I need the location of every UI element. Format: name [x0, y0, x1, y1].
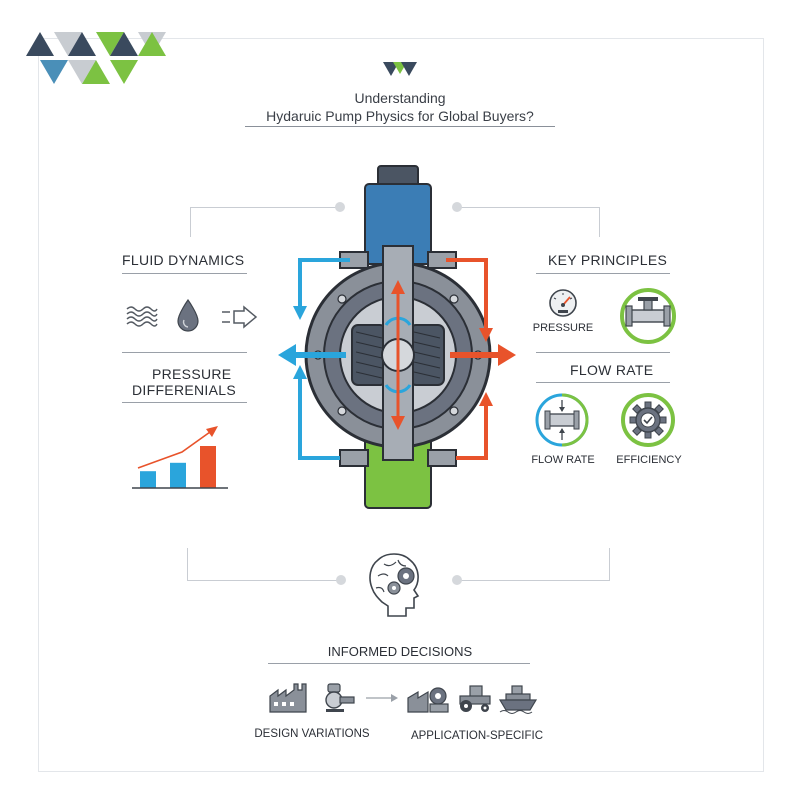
arrow-right-icon [366, 694, 398, 702]
blue-loop-arrow [298, 258, 350, 310]
fluid-dynamics-heading: FLUID DYNAMICS [122, 252, 245, 268]
blue-loop-arrow [298, 375, 340, 460]
ship-icon [498, 685, 538, 714]
connector-dot [452, 202, 462, 212]
flow-rate-label: FLOW RATE [531, 454, 595, 466]
pressure-bar-chart [132, 426, 228, 489]
flow-rate-heading: FLOW RATE [570, 362, 654, 378]
informed-decisions-heading: INFORMED DECISIONS [327, 644, 473, 659]
key-principles-heading: KEY PRINCIPLES [548, 252, 668, 268]
divider [122, 402, 247, 403]
tractor-icon [459, 685, 491, 712]
flange [339, 449, 369, 467]
orange-loop-arrow [446, 258, 488, 332]
valve-pipe-icon [620, 288, 676, 344]
connector-top-right-drop [599, 207, 600, 237]
connector-top-right [458, 207, 600, 208]
factory-icon [269, 683, 307, 713]
page-title-line1: Understanding [354, 90, 446, 106]
divider [268, 663, 530, 664]
connector-top-left-drop [190, 207, 191, 237]
chart-bar [200, 446, 216, 488]
chart-bar [170, 462, 186, 488]
trend-line [137, 431, 211, 469]
connector-bottom-left [187, 580, 340, 581]
divider [122, 273, 247, 274]
pressure-gauge-icon [549, 289, 577, 317]
droplet-icon [177, 298, 199, 332]
brain-gears-icon [369, 553, 420, 617]
connector-dot [336, 575, 346, 585]
divider [122, 352, 247, 353]
efficiency-label: EFFICIENCY [616, 454, 682, 466]
pump-unit-icon [325, 683, 355, 712]
design-variations-label: DESIGN VARIATIONS [254, 728, 370, 740]
flange [427, 449, 457, 467]
pressure-differentials-heading-2: DIFFERENIALS [132, 382, 236, 398]
pump-diagram [278, 165, 516, 509]
trend-arrowhead [206, 426, 218, 437]
small-logo-icon [383, 62, 417, 76]
outer-frame [38, 38, 764, 772]
flow-arrow-icon [222, 305, 258, 329]
connector-dot [452, 575, 462, 585]
waves-icon [126, 306, 158, 327]
gear-factory-icon [407, 687, 449, 713]
connector-bottom-right [460, 580, 610, 581]
connector-top-left [190, 207, 340, 208]
brand-logo [26, 32, 166, 84]
chart-bar [140, 471, 156, 488]
divider [536, 352, 670, 353]
divider [536, 273, 670, 274]
pressure-differentials-heading-1: PRESSURE [152, 366, 232, 382]
pressure-label: PRESSURE [532, 322, 594, 334]
connector-bottom-right-rise [609, 548, 610, 580]
connector-dot [335, 202, 345, 212]
application-specific-label: APPLICATION-SPECIFIC [410, 730, 544, 742]
page-title-line2: Hydaruic Pump Physics for Global Buyers? [245, 108, 555, 127]
divider [536, 382, 670, 383]
flow-rate-icon [535, 393, 589, 447]
connector-bottom-left-rise [187, 548, 188, 580]
efficiency-gear-icon [621, 393, 675, 447]
orange-loop-arrow [456, 400, 488, 460]
